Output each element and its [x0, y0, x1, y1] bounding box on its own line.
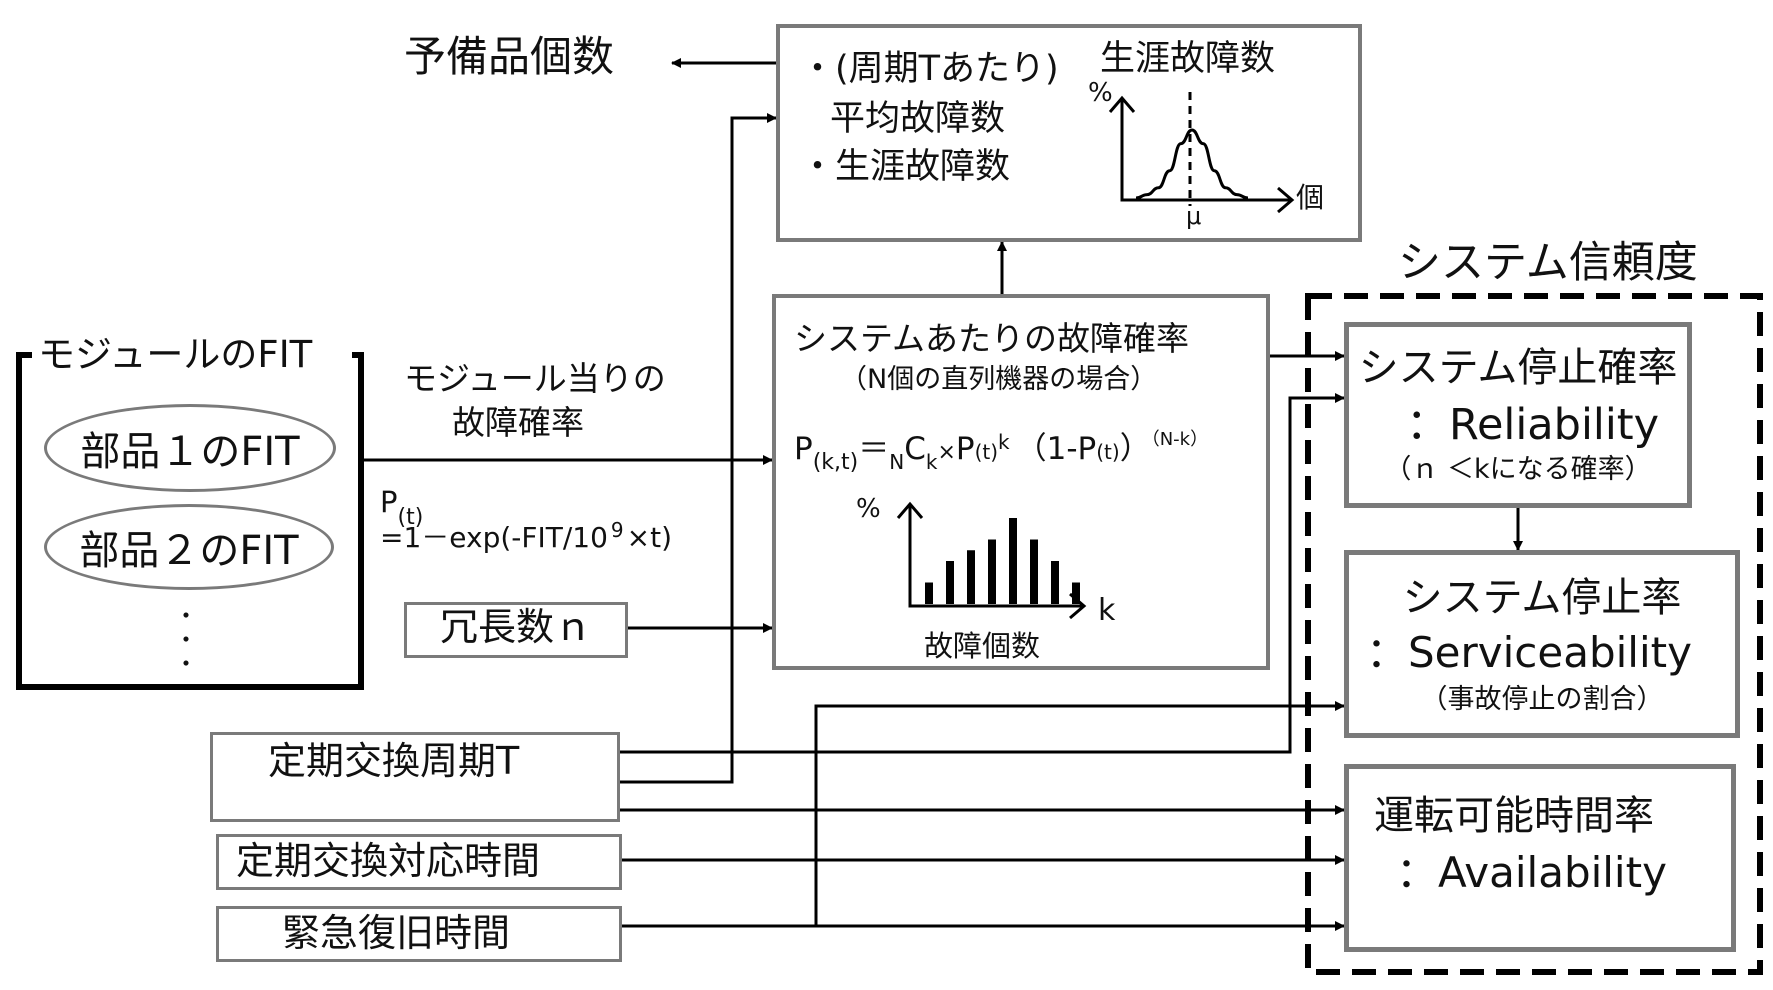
period-time-label: 定期交換対応時間: [236, 839, 541, 883]
sf-kexp: k: [998, 430, 1010, 454]
formula-p-sub: (t): [397, 505, 424, 530]
sf-kt: (k,t): [812, 450, 859, 475]
lifetime-failure-curve: [1135, 128, 1249, 200]
sf-nk: （N-k）: [1150, 429, 1209, 450]
lifetime-chart-mu: μ: [1186, 202, 1202, 230]
system-chart-y-unit: %: [856, 494, 881, 524]
serviceability-line2: ：Serviceability: [1366, 628, 1692, 677]
lifetime-chart-x-arrow: [1277, 186, 1295, 214]
lifetime-chart-y-unit: %: [1088, 78, 1113, 108]
system-chart-x-label: 故障個数: [924, 629, 1041, 663]
emergency-box: [216, 906, 622, 962]
lifetime-chart-title: 生涯故障数: [1100, 39, 1276, 79]
availability-line2: ：Availability: [1396, 848, 1667, 897]
sf-close: ）: [1119, 431, 1151, 467]
top-result-box: [776, 24, 1362, 242]
failure-count-bar: [1009, 518, 1017, 604]
sf-eq: ＝: [858, 431, 890, 467]
system-reliability-title: システム信頼度: [1392, 242, 1704, 285]
spare-count-label: 予備品個数: [404, 32, 615, 81]
reliability-line2: ：Reliability: [1406, 400, 1660, 450]
sf-k: k: [925, 450, 938, 474]
reliability-line3: （ｎ ＜kになる確率）: [1384, 454, 1652, 485]
failure-count-bar: [988, 539, 996, 604]
module-fit-top-border-left: [16, 352, 32, 358]
failure-count-bar: [1072, 582, 1080, 604]
system-chart-axes: [908, 504, 1084, 608]
failure-count-bar: [925, 582, 933, 604]
formula-p: P: [380, 485, 398, 519]
sf-c: C: [904, 431, 926, 467]
module-prob-line1: モジュール当りの: [404, 359, 666, 398]
system-reliability-frame: [1305, 293, 1763, 975]
lifetime-chart-y-arrow: [1108, 95, 1136, 113]
module-prob-line2: 故障確率: [452, 403, 584, 442]
reliability-box: [1344, 322, 1692, 508]
module-fit-top-border-right: [352, 352, 364, 358]
module-prob-formula-p: P(t): [380, 485, 423, 529]
reliability-line1: システム停止確率: [1358, 345, 1678, 391]
module-fit-title: モジュールのFIT: [36, 333, 315, 376]
sf-rest: （1-P: [1015, 431, 1097, 467]
serviceability-line3: （事故停止の割合）: [1420, 684, 1664, 715]
period-time-box: [216, 834, 622, 890]
avg-failure-line1: ・(周期Tあたり): [800, 49, 1059, 89]
redundancy-label: 冗長数ｎ: [439, 605, 592, 649]
part2-fit: 部品２のFIT: [44, 504, 334, 590]
sf-p: P: [794, 431, 813, 467]
system-chart-x-unit: k: [1098, 593, 1116, 628]
sf-t: (t): [974, 440, 999, 464]
redundancy-box: [404, 602, 628, 658]
serviceability-box: [1344, 550, 1740, 738]
part1-fit: 部品１のFIT: [44, 404, 336, 492]
formula-exp-b: ×t): [626, 521, 673, 554]
sf-times: ×: [937, 440, 956, 465]
lifetime-chart-axes: [1120, 98, 1292, 202]
availability-line1: 運転可能時間率: [1374, 793, 1654, 839]
emergency-label: 緊急復旧時間: [282, 911, 511, 955]
failure-count-bar: [1051, 561, 1059, 604]
sf-n: N: [889, 450, 905, 474]
system-chart-y-arrow: [896, 501, 924, 519]
arrow-period-to-reliability: [620, 393, 1345, 754]
formula-exp-sup: 9: [610, 518, 624, 542]
parts-ellipsis: ・ ・ ・: [174, 602, 198, 678]
failure-count-bar: [967, 550, 975, 604]
period-label: 定期交換周期T: [268, 739, 520, 783]
arrow-period-to-top: [620, 113, 777, 784]
lifetime-failure-item: ・生涯故障数: [800, 147, 1011, 187]
failure-count-bar: [946, 561, 954, 604]
system-prob-formula: P(k,t)＝NCk×P(t)k（1-P(t)）（N-k）: [794, 431, 1208, 474]
failure-count-bar: [1030, 539, 1038, 604]
lifetime-chart-x-unit: 個: [1296, 181, 1325, 214]
sf-p2: P: [955, 431, 975, 467]
availability-box: [1344, 764, 1736, 952]
formula-exp-a: =1－exp(-FIT/10: [380, 521, 608, 554]
period-box: [210, 732, 620, 822]
serviceability-line1: システム停止率: [1402, 575, 1682, 621]
system-prob-title: システムあたりの故障確率: [794, 319, 1190, 358]
avg-failure-line2: 平均故障数: [830, 99, 1006, 139]
sf-t2: (t): [1096, 440, 1120, 464]
system-prob-subtitle: （N個の直列機器の場合）: [840, 364, 1158, 395]
